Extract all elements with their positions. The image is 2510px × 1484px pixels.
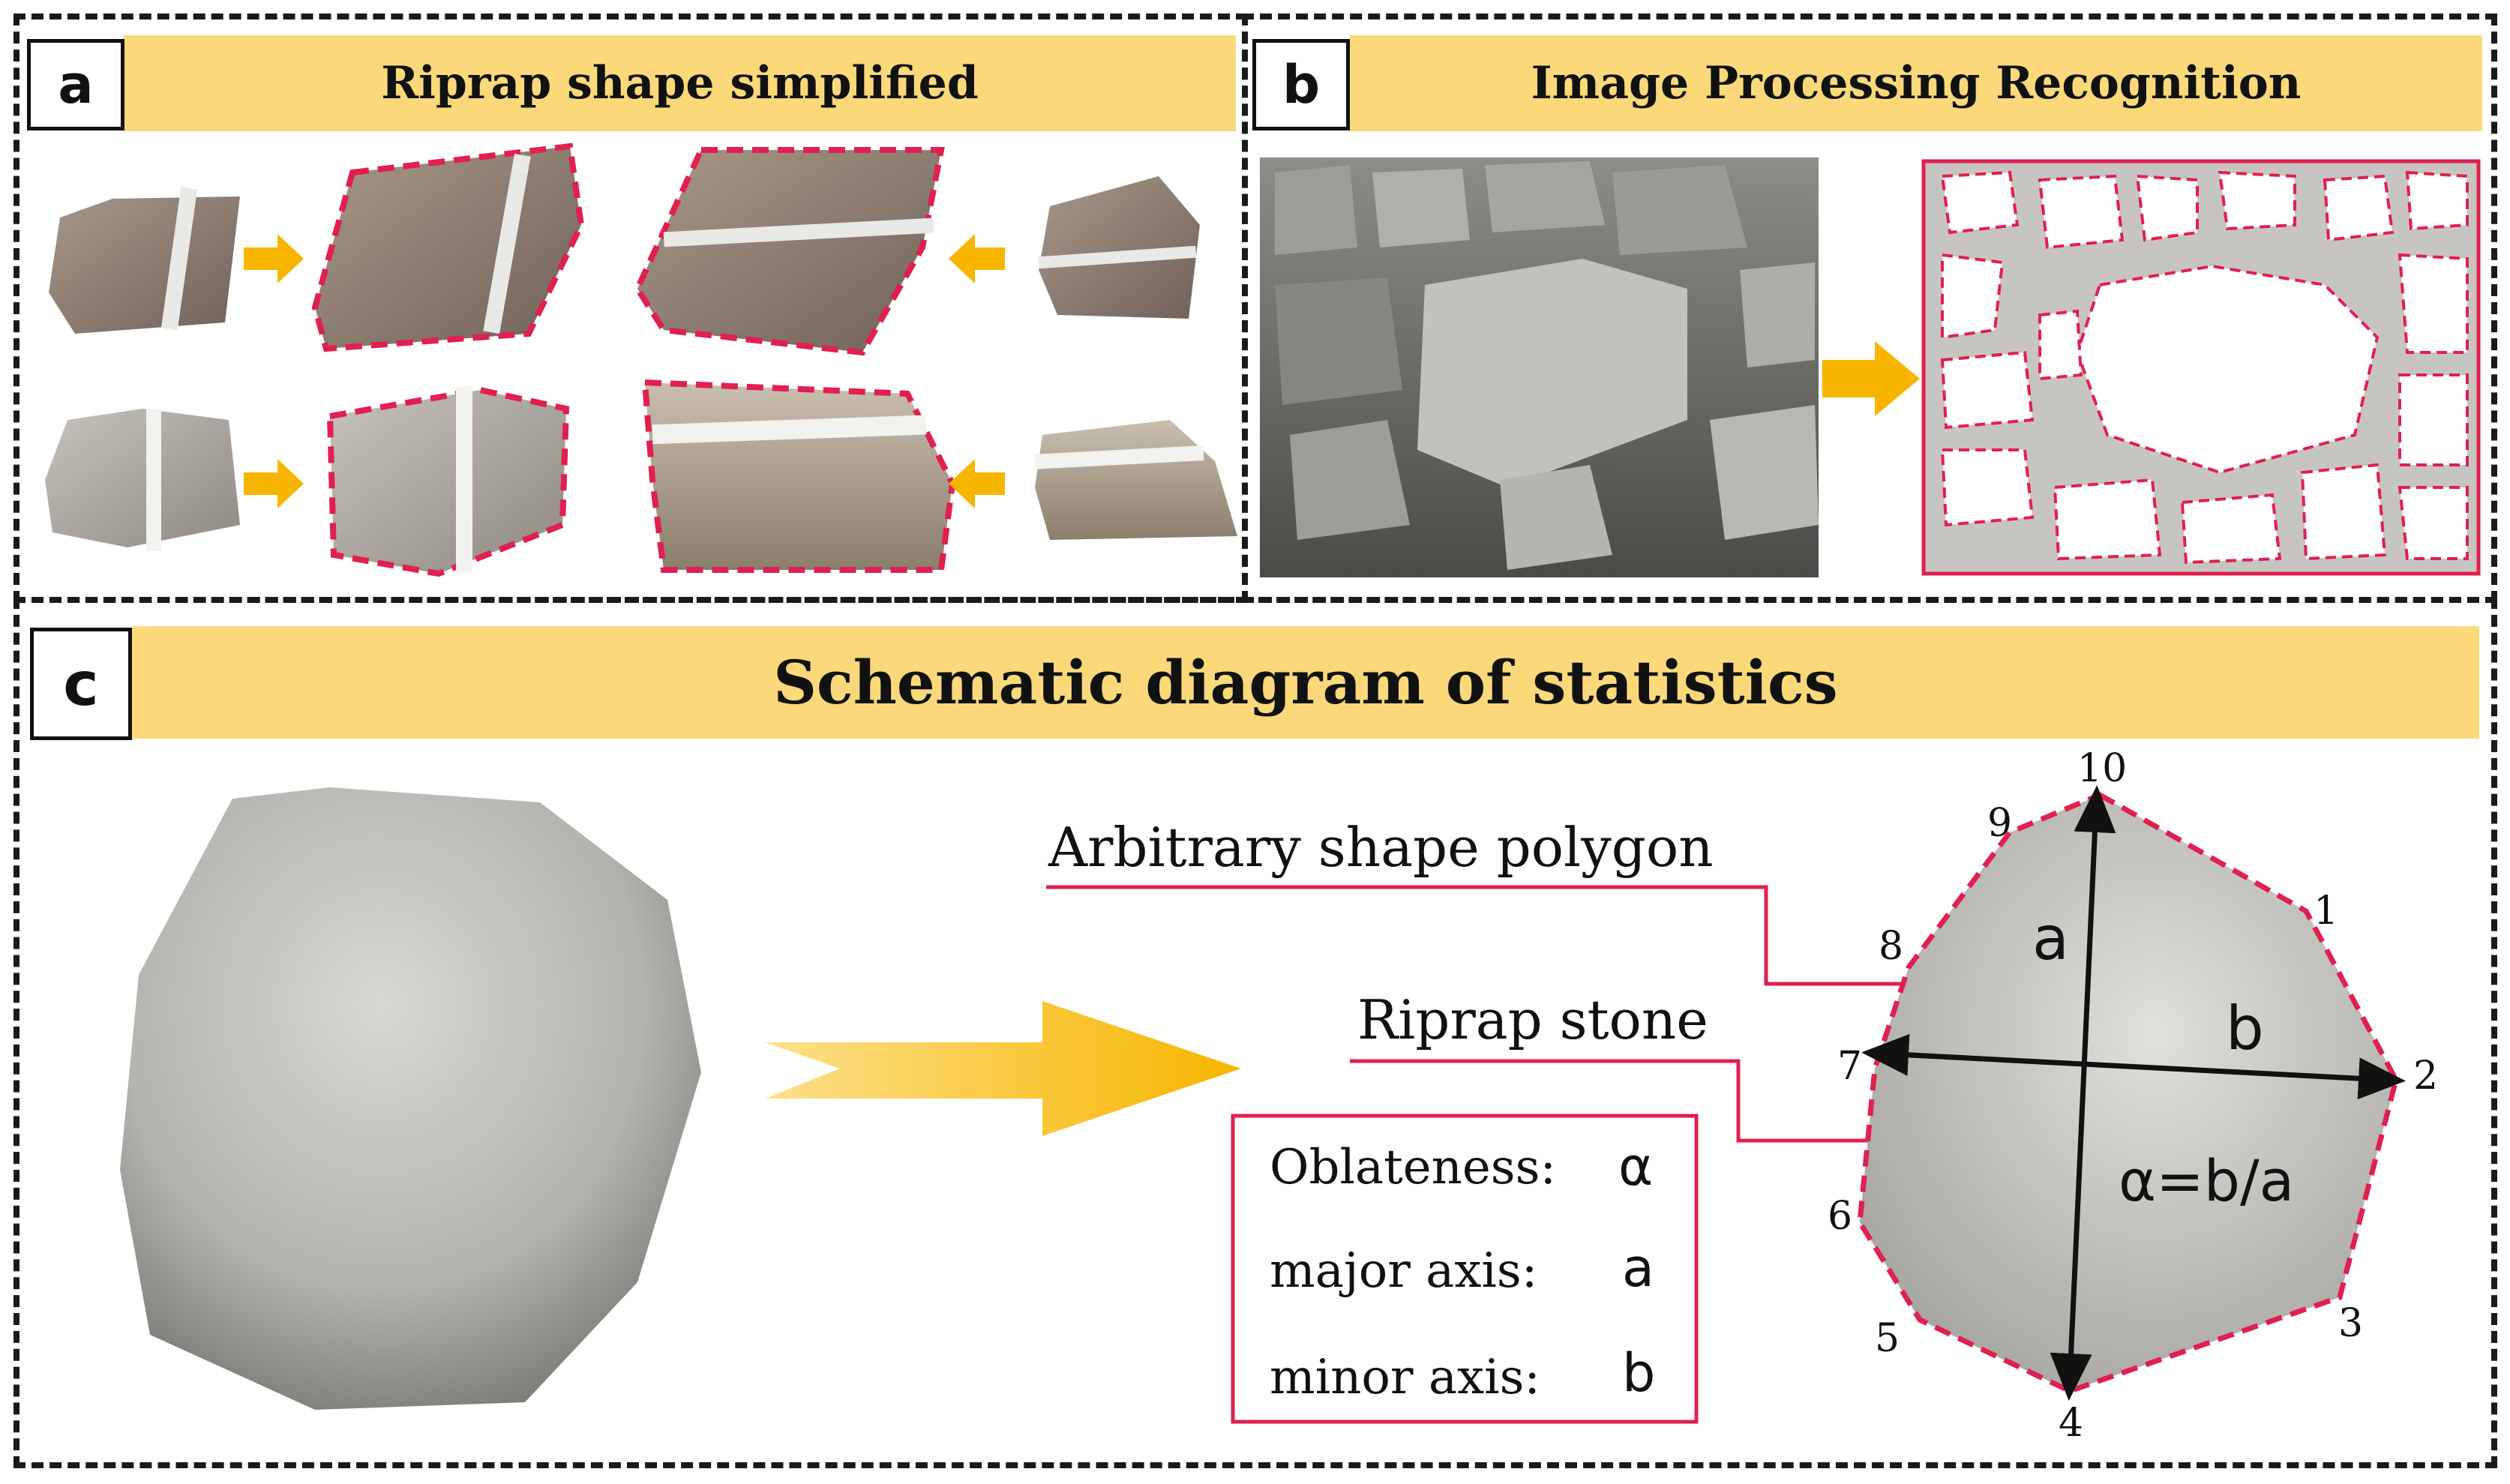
panel-b-recognition [1921, 159, 2481, 576]
vertex-1: 1 [2314, 889, 2339, 934]
vertex-8: 8 [1879, 924, 1904, 969]
panel-a-letter: a [27, 39, 124, 130]
panel-b-title: Image Processing Recognition [1531, 57, 2302, 109]
vertex-5: 5 [1875, 1316, 1900, 1361]
panel-c-title: Schematic diagram of statistics [773, 647, 1838, 718]
legend-major-label: major axis: [1270, 1243, 1538, 1299]
axis-a-label: a [2032, 904, 2070, 973]
vertex-3: 3 [2338, 1301, 2364, 1346]
panel-c-frame [13, 597, 2497, 1468]
polygon-stone [1857, 785, 2406, 1401]
callout-stone-label: Riprap stone [1357, 988, 1708, 1051]
panel-a-header: Riprap shape simplified [124, 35, 1236, 131]
formula-label: α=b/a [2119, 1147, 2295, 1214]
vertex-10: 10 [2077, 746, 2128, 791]
big-yellow-arrow [765, 1001, 1241, 1136]
callout-lines [1046, 885, 1954, 1143]
legend-box [1231, 1114, 1699, 1424]
big-riprap-stone [120, 787, 701, 1410]
callout-polygon-label: Arbitrary shape polygon [1048, 816, 1714, 879]
panel-c-header: Schematic diagram of statistics [132, 626, 2479, 739]
vertex-7: 7 [1837, 1044, 1863, 1089]
vertex-4: 4 [2059, 1401, 2084, 1446]
legend-oblateness-symbol: α [1618, 1136, 1654, 1198]
legend-minor-symbol: b [1622, 1342, 1656, 1404]
panel-a-title: Riprap shape simplified [381, 57, 979, 109]
vertex-9: 9 [1987, 801, 2013, 846]
panel-b-photo [1260, 157, 1920, 577]
axis-b-label: b [2226, 994, 2264, 1063]
panel-b-letter: b [1252, 39, 1350, 130]
legend-oblateness-label: Oblateness: [1270, 1140, 1556, 1195]
legend-minor-label: minor axis: [1270, 1350, 1540, 1405]
legend-major-symbol: a [1622, 1237, 1654, 1299]
vertex-6: 6 [1828, 1194, 1853, 1239]
panel-c-letter: c [30, 628, 132, 740]
panel-b-header: Image Processing Recognition [1350, 35, 2482, 131]
vertex-2: 2 [2413, 1054, 2439, 1099]
panel-a-stones [45, 142, 1237, 577]
